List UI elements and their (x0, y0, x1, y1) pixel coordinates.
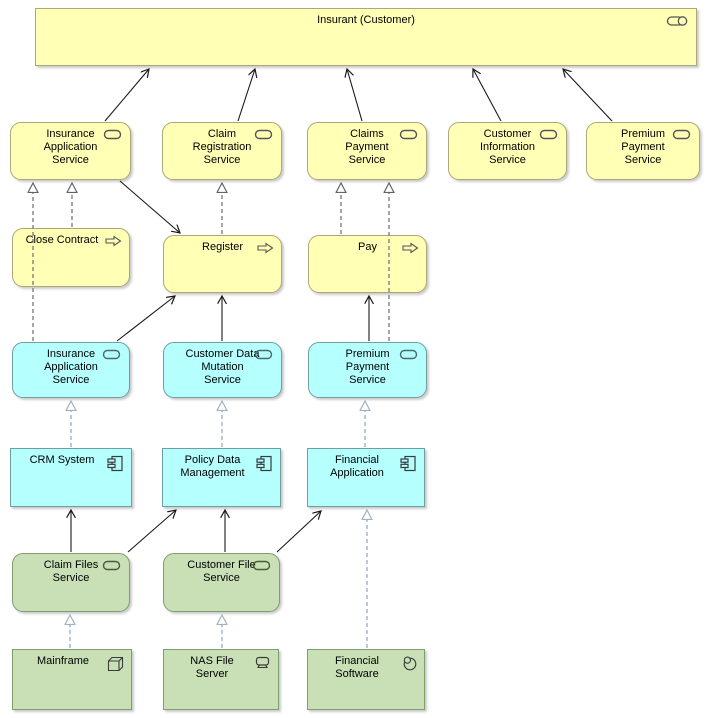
service-icon (399, 349, 419, 360)
node-label: Insurant (Customer) (317, 14, 415, 26)
service-icon (252, 560, 272, 571)
node-label: Policy Data Management (180, 454, 245, 479)
component-icon (107, 455, 124, 472)
node-register[interactable]: Register (163, 235, 282, 293)
node-nas-file-server[interactable]: NAS File Server (163, 649, 279, 710)
node-policy-data-management[interactable]: Policy Data Management (162, 448, 281, 507)
service-icon (254, 129, 274, 140)
node-claims-payment-service[interactable]: Claims Payment Service (307, 122, 427, 180)
system-software-icon (402, 656, 417, 671)
node-label: Financial Software (334, 655, 380, 680)
component-icon (256, 455, 273, 472)
node-premium-payment-service-app[interactable]: Premium Payment Service (308, 342, 427, 398)
edge-serving-insurance-application-service-app-to-register[interactable] (116, 296, 175, 342)
edge-serving-premium-payment-service-to-insurant[interactable] (563, 69, 613, 122)
node-cube-icon (107, 656, 124, 672)
node-label: Customer File Service (187, 559, 256, 584)
node-claim-registration-service[interactable]: Claim Registration Service (162, 122, 282, 180)
process-icon (257, 242, 274, 254)
edge-serving-claim-files-service-to-policy-data-management[interactable] (127, 510, 176, 553)
edge-serving-insurance-application-service-to-register[interactable] (119, 180, 180, 233)
node-insurance-application-service-business[interactable]: Insurance Application Service (10, 122, 131, 180)
node-label: Register (202, 241, 243, 253)
node-label: Financial Application (330, 454, 384, 479)
node-claim-files-service[interactable]: Claim Files Service (12, 553, 130, 612)
edge-serving-customer-file-service-to-financial-application[interactable] (276, 511, 321, 553)
service-icon (103, 129, 123, 140)
node-customer-file-service[interactable]: Customer File Service (163, 553, 280, 612)
service-icon (539, 129, 559, 140)
node-insurant-customer[interactable]: Insurant (Customer) (35, 8, 697, 66)
edge-serving-insurance-application-service-to-insurant[interactable] (104, 69, 149, 122)
device-icon (255, 656, 271, 669)
node-pay[interactable]: Pay (308, 235, 427, 293)
process-icon (402, 242, 419, 254)
node-label: Premium Payment Service (620, 128, 665, 166)
edge-serving-customer-information-service-to-insurant[interactable] (473, 69, 502, 122)
service-icon (102, 560, 122, 571)
node-label: Claims Payment Service (345, 128, 389, 166)
service-icon (102, 349, 122, 360)
node-label: Mainframe (37, 655, 89, 667)
node-label: Premium Payment Service (345, 348, 390, 386)
node-close-contract[interactable]: Close Contract (12, 228, 130, 287)
node-label: Pay (358, 241, 377, 253)
service-icon (672, 129, 692, 140)
node-financial-software[interactable]: Financial Software (307, 649, 425, 710)
node-label: Claim Registration Service (192, 128, 252, 166)
edge-serving-claims-payment-service-to-insurant[interactable] (347, 69, 363, 122)
process-icon (105, 235, 122, 247)
node-label: Customer Data Mutation Service (185, 348, 260, 386)
node-financial-application[interactable]: Financial Application (307, 448, 425, 507)
node-label: Customer Information Service (479, 128, 536, 166)
node-insurance-application-service-app[interactable]: Insurance Application Service (12, 342, 130, 398)
service-icon (254, 349, 274, 360)
node-label: Insurance Application Service (43, 128, 98, 166)
business-role-icon (666, 15, 689, 27)
node-crm-system[interactable]: CRM System (10, 448, 132, 507)
node-mainframe[interactable]: Mainframe (12, 649, 132, 710)
edge-serving-claim-registration-service-to-insurant[interactable] (237, 69, 255, 122)
node-customer-data-mutation-service[interactable]: Customer Data Mutation Service (163, 342, 282, 398)
node-label: Claim Files Service (43, 559, 99, 584)
component-icon (400, 455, 417, 472)
node-label: NAS File Server (190, 655, 234, 680)
node-customer-information-service[interactable]: Customer Information Service (448, 122, 567, 180)
service-icon (399, 129, 419, 140)
node-label: CRM System (29, 454, 95, 466)
node-premium-payment-service-business[interactable]: Premium Payment Service (586, 122, 700, 180)
node-label: Insurance Application Service (44, 348, 98, 386)
